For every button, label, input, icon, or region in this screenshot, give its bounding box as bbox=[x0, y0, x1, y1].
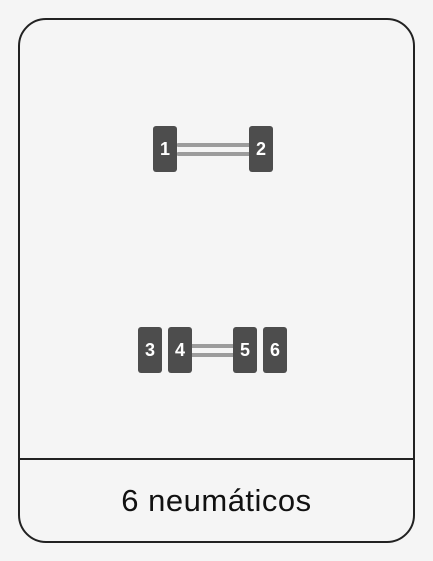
rear-axle-bar-top bbox=[191, 344, 236, 348]
axle-diagram: 1 2 3 4 5 6 bbox=[20, 20, 413, 458]
card-divider bbox=[20, 458, 413, 460]
tire-4: 4 bbox=[168, 327, 192, 373]
front-axle-bar-bottom bbox=[177, 152, 251, 156]
tire-5: 5 bbox=[233, 327, 257, 373]
tire-3: 3 bbox=[138, 327, 162, 373]
tire-2: 2 bbox=[249, 126, 273, 172]
tire-count-label: 6 neumáticos bbox=[121, 482, 312, 518]
tire-configuration-card[interactable]: 1 2 3 4 5 6 6 neumáticos bbox=[18, 18, 415, 543]
tire-6: 6 bbox=[263, 327, 287, 373]
rear-axle-bar-bottom bbox=[191, 353, 236, 357]
front-axle-bar-top bbox=[177, 143, 251, 147]
tire-1: 1 bbox=[153, 126, 177, 172]
